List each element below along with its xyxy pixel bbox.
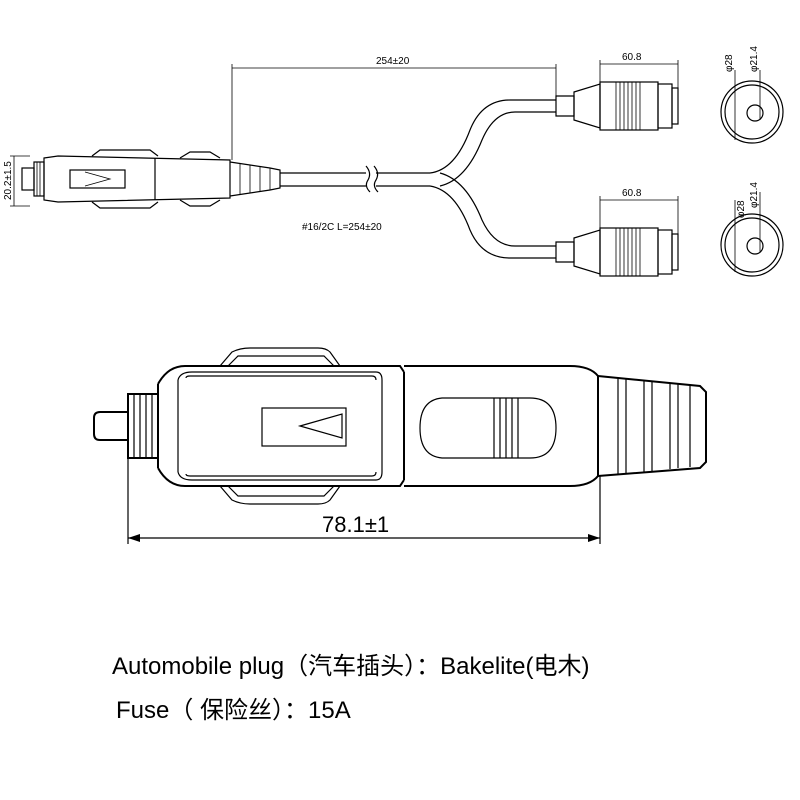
top-socket-length-label: 60.8: [622, 52, 642, 63]
fuse-caption: Fuse（ 保险丝）：15A: [116, 697, 351, 724]
cable: [280, 99, 556, 259]
cable-spec-label: #16/2C L=254±20: [302, 222, 382, 233]
cable-length-dimension: 254±20: [231, 56, 557, 160]
plug-length-dimension: 78.1±1: [127, 458, 601, 544]
large-plug: [93, 347, 707, 505]
bottom-socket-end-view: φ28 φ21.4: [720, 182, 784, 277]
top-socket-end-view: φ28 φ21.4: [720, 46, 784, 144]
plug-height-label: 20.2±1.5: [3, 161, 14, 200]
small-plug: [21, 149, 281, 209]
bottom-outer-dia-label: φ28: [736, 200, 747, 218]
bottom-inner-dia-label: φ21.4: [749, 182, 760, 208]
material-caption: Automobile plug（汽车插头）：Bakelite(电木): [112, 653, 590, 680]
bottom-socket: 60.8: [555, 188, 679, 277]
top-socket: 60.8: [555, 52, 679, 131]
plug-length-label: 78.1±1: [322, 512, 389, 537]
bottom-socket-length-label: 60.8: [622, 188, 642, 199]
top-outer-dia-label: φ28: [724, 54, 735, 72]
cable-length-label: 254±20: [376, 56, 410, 67]
top-inner-dia-label: φ21.4: [749, 46, 760, 72]
plug-height-dimension: 20.2±1.5: [3, 155, 30, 207]
